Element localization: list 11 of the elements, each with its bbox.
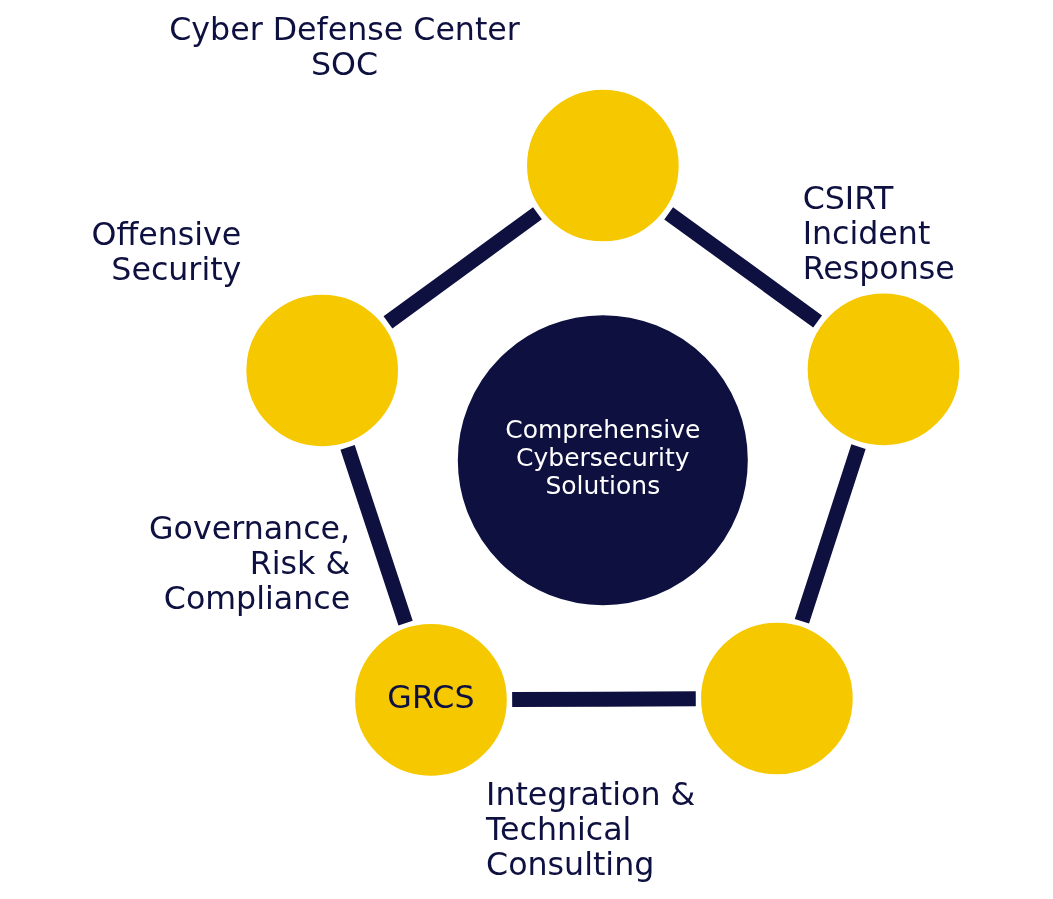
node-label: Offensive Security	[91, 215, 241, 287]
node-label: CSIRT Incident Response	[802, 179, 955, 286]
node-label: Governance, Risk & Compliance	[148, 510, 350, 617]
node-label: Integration & Technical Consulting	[485, 775, 695, 882]
connector	[794, 444, 866, 624]
node-circle: Comprehensive Cybersecurity Solutions	[457, 315, 748, 606]
connector	[339, 445, 413, 626]
connector	[663, 207, 822, 328]
connector	[511, 691, 696, 708]
node-label: Cyber Defense Center SOC	[168, 11, 520, 83]
connector	[383, 207, 542, 329]
